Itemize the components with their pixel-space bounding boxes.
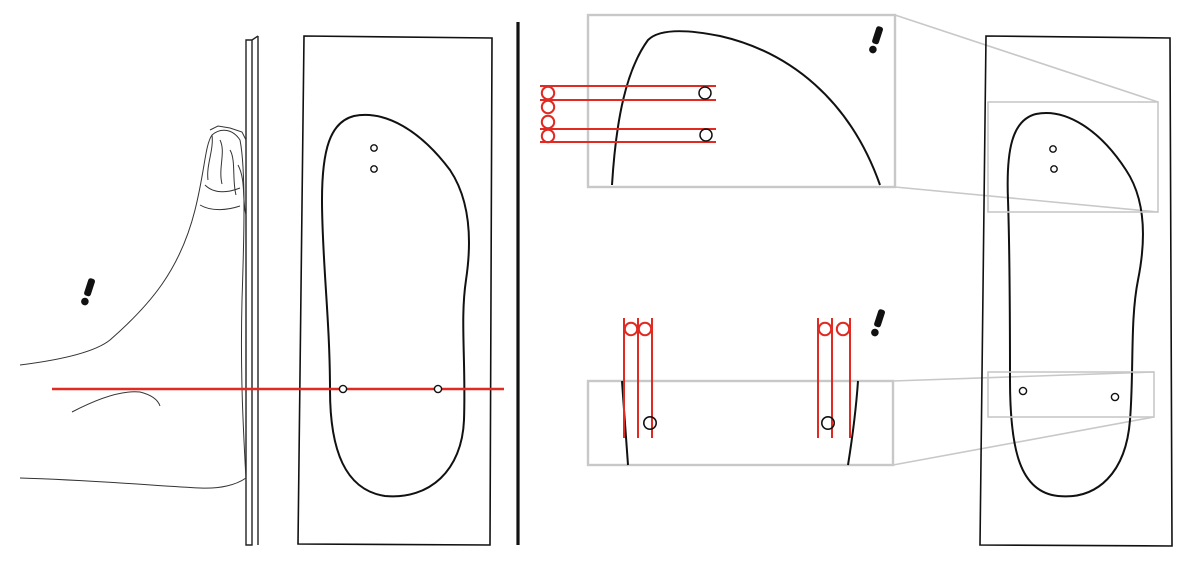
exclamation-icon [869,26,884,54]
inset-forefoot-dot [698,86,712,100]
heel-zoom-source [987,371,1155,418]
zoom-connectors [892,14,1159,466]
forefoot-zoom-inset [540,13,897,189]
left-footprint [320,114,470,498]
left-heel-dot [433,384,443,394]
left-heel-dot [338,384,348,394]
left-forefoot-dot [370,165,378,173]
inset-forefoot-dot [699,128,713,142]
red-guide-lines [540,85,716,144]
foot-sketch [19,125,247,489]
right-panel [540,13,1173,547]
left-forefoot-dot [370,144,378,152]
right-plantar-board [979,35,1173,547]
right-forefoot-dot [1050,165,1058,173]
side-board [245,35,259,546]
inset-heel-dot [820,415,835,430]
forefoot-zoom-source [987,101,1159,213]
right-forefoot-dot [1049,145,1057,153]
inset-heel-dot [642,415,657,430]
left-plantar-board [297,35,493,546]
left-panel [19,35,504,546]
right-heel-dot [1110,392,1120,402]
exclamation-icon [81,278,96,306]
right-footprint [1006,112,1144,498]
exclamation-icon [871,309,886,337]
red-guide-lines-left [623,318,653,438]
heel-zoom-inset [586,309,895,467]
right-heel-dot [1018,386,1028,396]
